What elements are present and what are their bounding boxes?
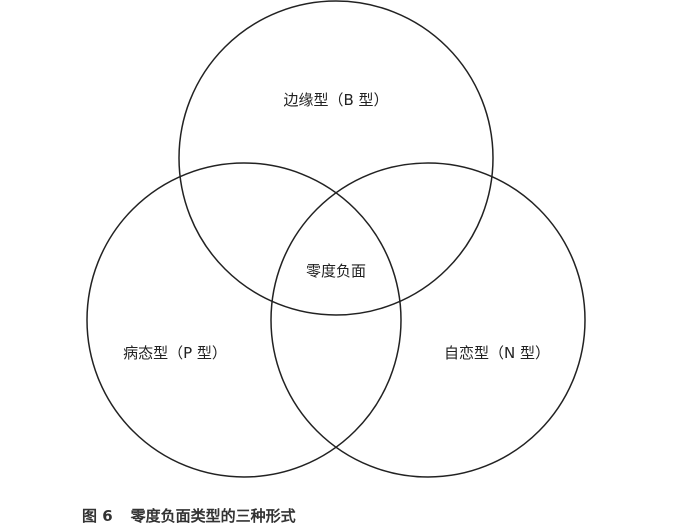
- circle-b: [178, 0, 494, 316]
- circle-n: [270, 162, 586, 478]
- label-intersection: 零度负面: [306, 262, 366, 280]
- label-b: 边缘型（B 型）: [283, 91, 388, 109]
- label-p: 病态型（P 型）: [123, 344, 227, 362]
- label-n: 自恋型（N 型）: [444, 344, 550, 362]
- circle-p: [86, 162, 402, 478]
- figure-number: 图 6: [82, 507, 113, 525]
- caption-text: 零度负面类型的三种形式: [130, 507, 296, 525]
- figure-caption: 图 6 零度负面类型的三种形式: [82, 505, 314, 526]
